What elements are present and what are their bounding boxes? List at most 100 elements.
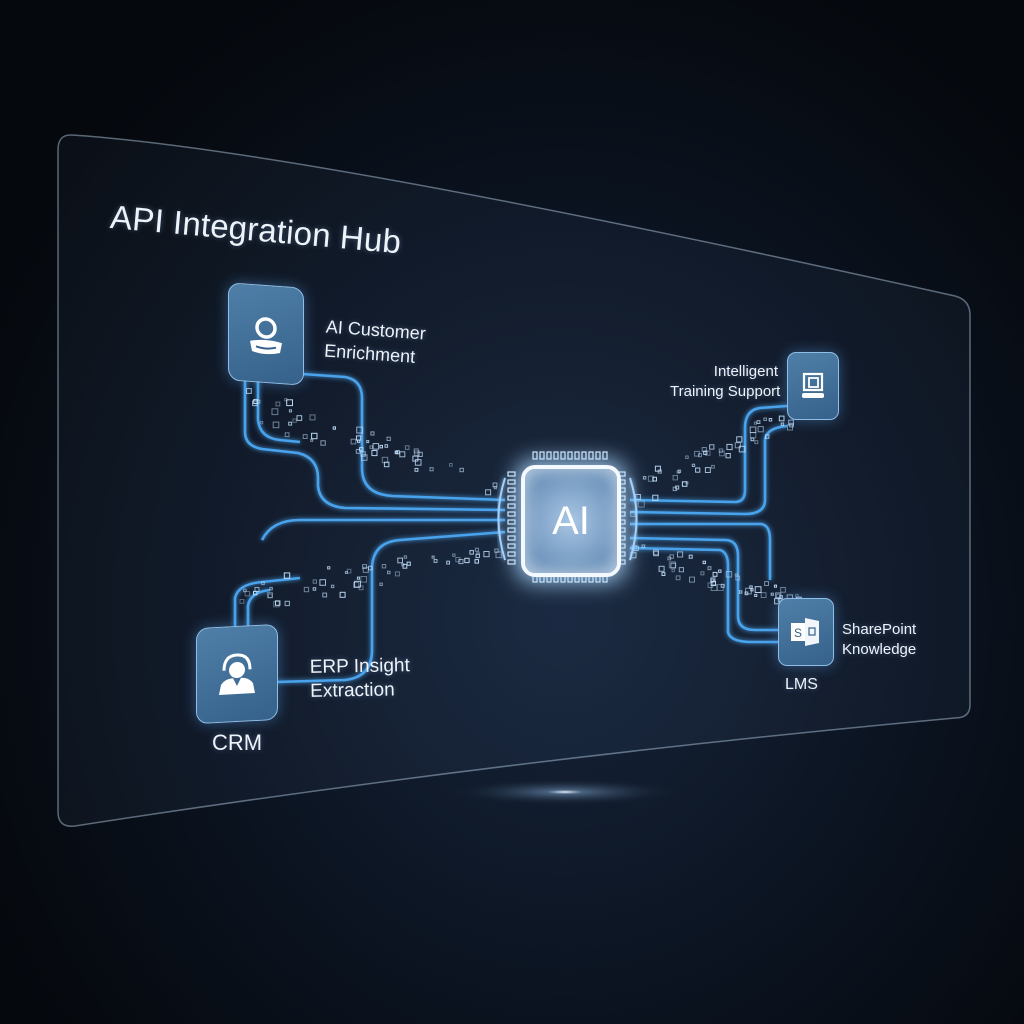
data-particle [356, 426, 364, 434]
data-particle [483, 551, 490, 558]
data-particle [310, 438, 314, 442]
data-particle [312, 587, 317, 591]
data-particle [768, 418, 773, 422]
data-particle [689, 576, 695, 583]
data-particle [404, 445, 410, 450]
floor-glow [445, 778, 685, 806]
data-particle [275, 600, 281, 606]
chip-pin [553, 451, 559, 460]
connector-line [629, 546, 778, 644]
data-particle [670, 562, 677, 569]
customer-enrichment-label: AI Customer Enrichment [323, 315, 427, 370]
data-particle [753, 421, 757, 425]
data-particle [653, 550, 659, 557]
data-particle [384, 444, 389, 448]
label-line: SharePoint [842, 621, 917, 638]
chip-pin [567, 451, 573, 460]
data-particle [350, 438, 357, 445]
data-particle [459, 467, 464, 473]
data-particle [495, 551, 503, 559]
data-particle [303, 586, 310, 593]
data-particle [339, 591, 346, 598]
data-particle [780, 422, 785, 426]
data-particle [779, 595, 783, 599]
data-particle [403, 555, 408, 559]
data-particle [734, 573, 738, 577]
chip-pin [507, 519, 516, 525]
data-particle [672, 486, 678, 492]
data-particle [704, 467, 711, 474]
data-particle [275, 401, 281, 407]
chip-pin [507, 551, 516, 557]
chip-pin [546, 451, 552, 460]
ai-chip-hub[interactable]: AI [521, 465, 621, 577]
data-particle [381, 564, 387, 569]
chip-pin [507, 487, 516, 493]
data-particle [675, 575, 681, 581]
data-particle [726, 443, 733, 451]
crm-node[interactable] [196, 623, 278, 725]
data-particle [360, 576, 367, 583]
data-particle [320, 440, 326, 446]
data-particle [778, 415, 785, 422]
data-particle [288, 421, 293, 426]
data-particle [397, 557, 403, 564]
data-particle [725, 571, 733, 578]
chip-pin [507, 479, 516, 485]
data-particle [354, 580, 361, 588]
data-particle [754, 440, 759, 445]
data-particle [718, 569, 722, 573]
data-particle [703, 450, 708, 455]
data-particle [246, 388, 252, 394]
data-particle [734, 442, 741, 449]
data-particle [710, 584, 718, 591]
lms-node[interactable]: S [778, 598, 834, 666]
data-particle [296, 415, 303, 421]
data-particle [691, 463, 696, 468]
data-particle [756, 420, 761, 425]
data-particle [360, 451, 366, 457]
customer-enrichment-node[interactable] [228, 282, 304, 386]
data-particle [259, 421, 264, 425]
data-particle [254, 587, 260, 592]
chip-pin [507, 543, 516, 549]
data-particle [244, 590, 251, 597]
chip-pin [560, 451, 566, 460]
chip-pin [507, 471, 516, 477]
data-particle [705, 450, 711, 456]
data-particle [284, 432, 290, 438]
chip-pin [602, 451, 608, 460]
connector-line [629, 404, 788, 504]
data-particle [464, 557, 470, 564]
data-particle [754, 586, 762, 594]
label-line: Knowledge [842, 641, 917, 658]
data-particles [239, 388, 821, 608]
data-particle [366, 440, 370, 444]
data-particle [406, 561, 411, 566]
data-particle [469, 550, 474, 555]
training-support-node[interactable] [787, 352, 839, 420]
data-particle [720, 583, 725, 588]
data-particle [433, 559, 438, 563]
lms-caption: LMS [785, 676, 818, 693]
data-particle [685, 455, 689, 459]
connector-line [629, 424, 788, 516]
data-particle [718, 448, 724, 453]
data-particle [702, 560, 706, 565]
chip-pin [532, 451, 538, 460]
sharepoint-knowledge-label: SharePoint Knowledge [842, 620, 916, 660]
chip-ring-left [497, 477, 506, 561]
data-particle [356, 576, 360, 580]
data-particle [754, 593, 758, 598]
data-particle [750, 437, 755, 442]
data-particle [661, 572, 666, 576]
data-particle [763, 417, 767, 421]
chip-pin [507, 535, 516, 541]
data-particle [412, 455, 419, 462]
user-search-icon [250, 317, 282, 355]
data-particle [788, 419, 794, 426]
data-particle [309, 414, 316, 421]
data-particle [358, 585, 364, 591]
data-particle [271, 408, 279, 416]
connector-line [275, 530, 506, 684]
